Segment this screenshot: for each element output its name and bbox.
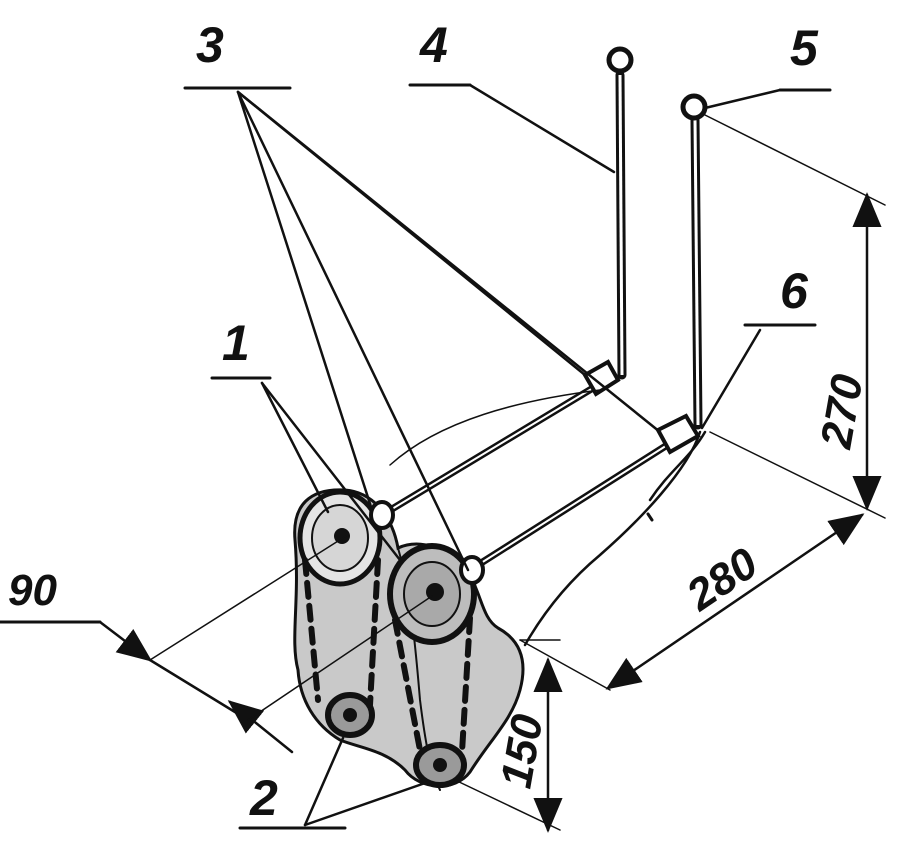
small-pulley-right (413, 742, 467, 788)
label-1: 1 (222, 315, 250, 371)
dimension-90 (0, 535, 433, 754)
bushing-lower-front (459, 555, 485, 585)
rod-4 (606, 46, 634, 380)
leader-2 (238, 736, 430, 830)
dimension-280 (519, 431, 886, 691)
dimension-label-270: 270 (811, 370, 872, 452)
drive-belts (302, 557, 473, 755)
upper-shaft (378, 381, 602, 519)
leader-5 (703, 88, 832, 110)
dimension-150 (454, 639, 563, 833)
label-6: 6 (780, 263, 809, 319)
dimension-270 (704, 114, 886, 511)
label-5: 5 (790, 20, 819, 76)
bushing-upper-front (369, 500, 395, 530)
leader-3 (183, 86, 662, 572)
leader-6 (700, 323, 817, 430)
lower-pulley (387, 543, 477, 645)
leader-4 (408, 83, 616, 174)
lower-shaft (466, 438, 676, 574)
label-2: 2 (249, 770, 278, 826)
dimension-label-90: 90 (8, 566, 57, 615)
rod-5 (680, 93, 708, 430)
upper-pulley (297, 489, 383, 587)
leader-1 (210, 376, 402, 562)
label-4: 4 (419, 17, 448, 73)
label-3: 3 (196, 17, 224, 73)
small-pulley-left (325, 692, 375, 738)
dimension-label-280: 280 (677, 538, 767, 621)
bushing-upper-rear (582, 359, 621, 397)
